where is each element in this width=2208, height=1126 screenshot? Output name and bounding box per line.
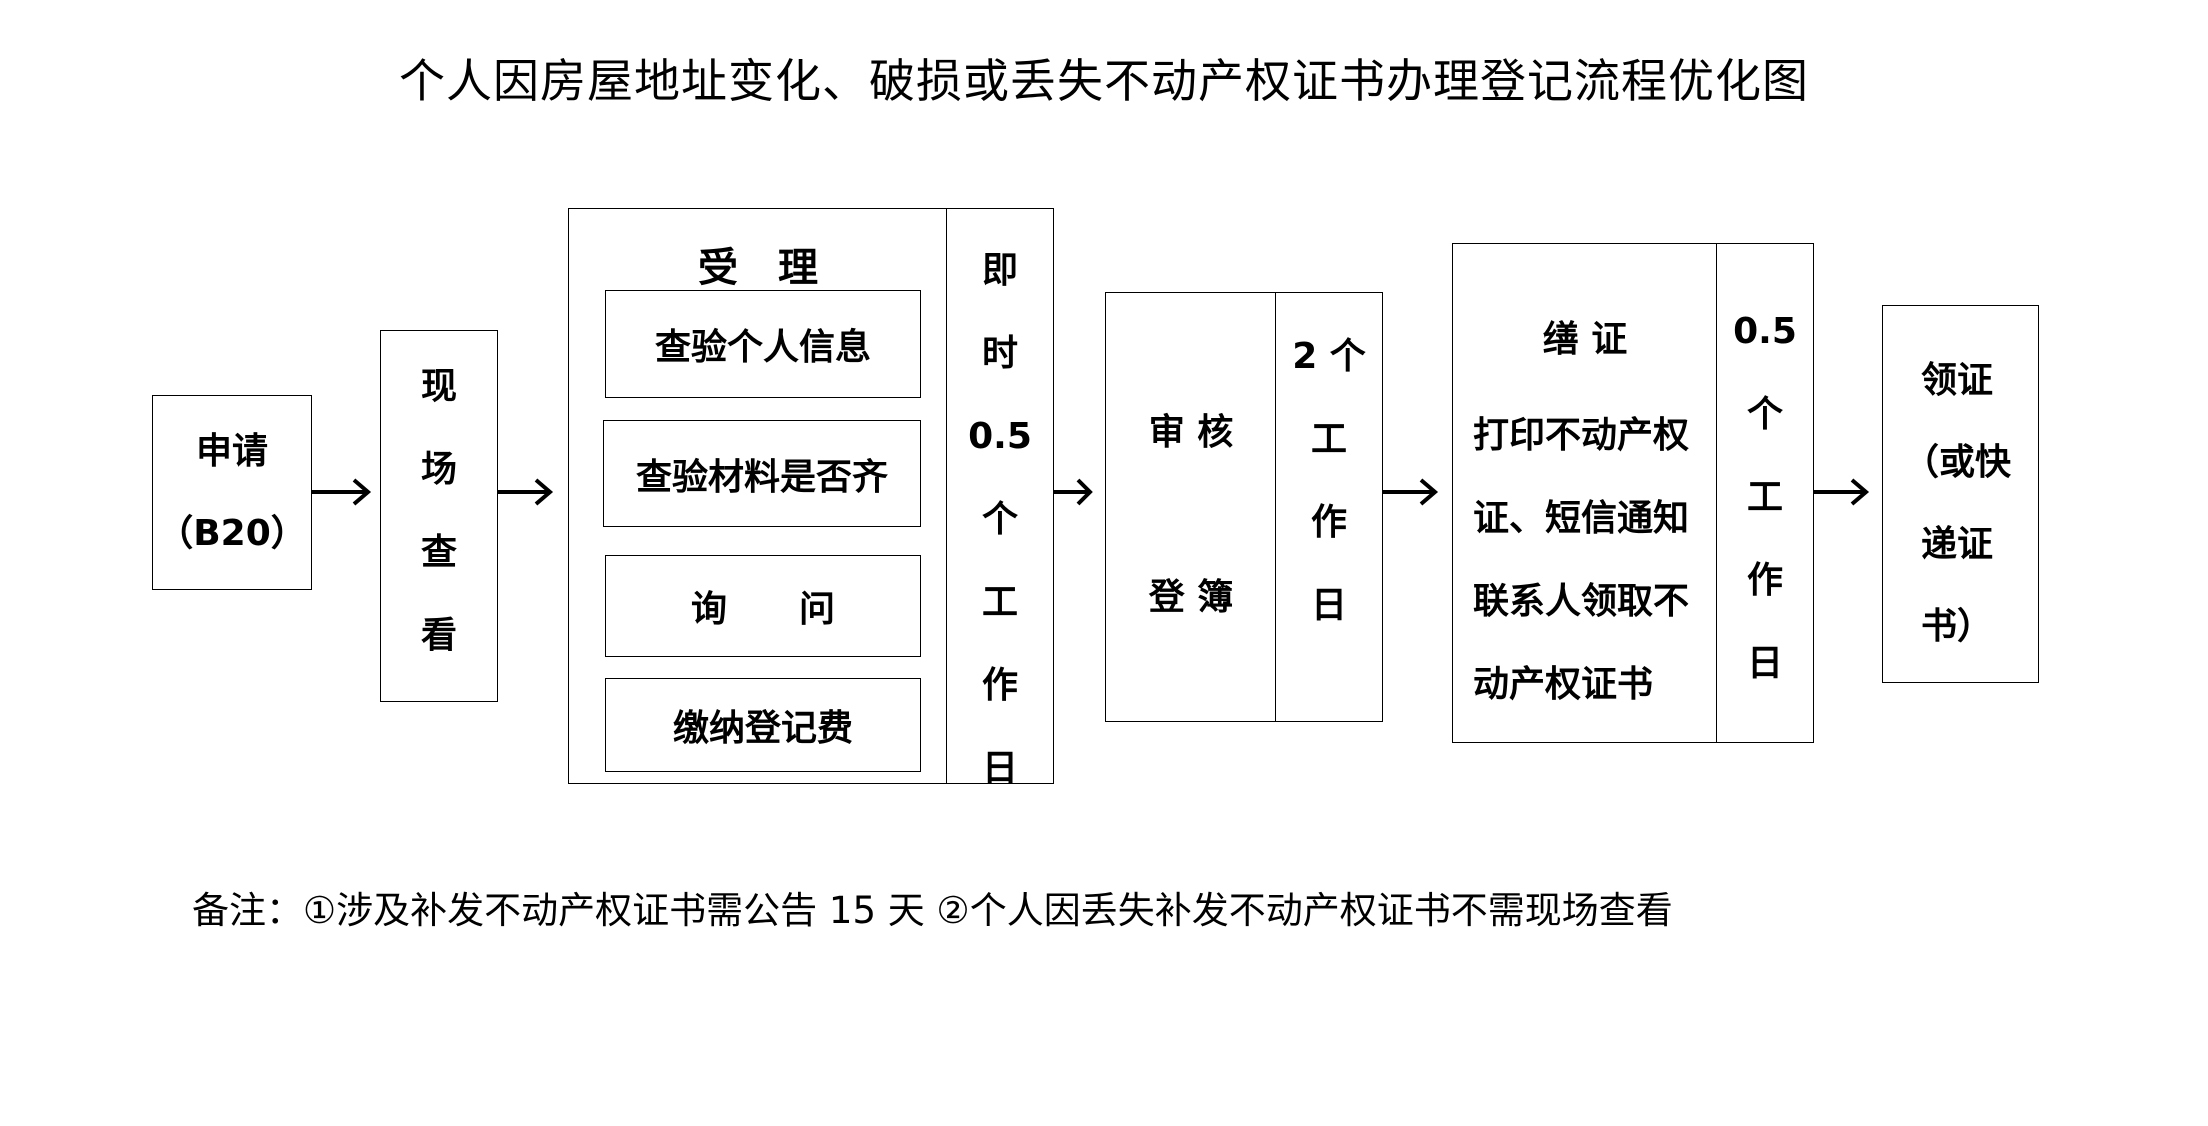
issue-line: 动产权证书 xyxy=(1473,664,1654,705)
footnote: 备注：①涉及补发不动产权证书需公告 15 天 ②个人因丢失补发不动产权证书不需现… xyxy=(192,889,1673,932)
accept-time-char: 即 xyxy=(981,250,1018,291)
issue-line: 打印不动产权 xyxy=(1473,415,1690,456)
issue-time-char: 日 xyxy=(1746,643,1783,684)
arrow-right-icon xyxy=(1814,478,1870,506)
collect-line: 领证 xyxy=(1921,360,1994,401)
issue-line: 联系人领取不 xyxy=(1473,581,1690,622)
accept-item-label: 缴纳登记费 xyxy=(672,708,853,749)
accept-time-char: 作 xyxy=(981,665,1018,706)
accept-item: 查验个人信息 xyxy=(605,290,921,398)
node-accept: 受 理 xyxy=(568,208,948,784)
issue-time-char: 作 xyxy=(1746,560,1783,601)
accept-item: 缴纳登记费 xyxy=(605,678,921,772)
review-line2: 登 簿 xyxy=(1148,577,1234,618)
arrow-right-icon xyxy=(1383,478,1439,506)
review-time-char: 2 个 xyxy=(1292,336,1366,377)
issue-line: 证、短信通知 xyxy=(1473,498,1690,539)
collect-line: 递证 xyxy=(1921,524,1994,565)
issue-time-char: 个 xyxy=(1746,394,1783,435)
accept-item-label: 查验个人信息 xyxy=(654,327,871,368)
node-apply: 申请 （B20） xyxy=(152,395,312,590)
inspect-char: 场 xyxy=(420,449,457,490)
issue-time-char: 工 xyxy=(1746,477,1783,518)
issue-time-char: 0.5 xyxy=(1733,311,1797,352)
node-site-inspection: 现 场 查 看 xyxy=(380,330,498,702)
accept-heading: 受 理 xyxy=(698,245,818,291)
node-issue-certificate: 缮 证 打印不动产权 证、短信通知 联系人领取不 动产权证书 xyxy=(1452,243,1718,743)
review-time-char: 日 xyxy=(1310,585,1347,626)
review-time-limit: 2 个 工 作 日 xyxy=(1275,292,1383,722)
accept-time-char: 时 xyxy=(981,333,1018,374)
arrow-right-icon xyxy=(1054,478,1093,506)
accept-time-limit: 即 时 0.5 个 工 作 日 xyxy=(946,208,1054,789)
accept-item: 询 问 xyxy=(605,555,921,657)
accept-time-char: 日 xyxy=(981,748,1018,789)
node-apply-line2: （B20） xyxy=(157,512,307,554)
accept-item-label: 查验材料是否齐 xyxy=(635,456,888,498)
accept-item-label: 询 问 xyxy=(690,589,835,630)
accept-time-char: 工 xyxy=(981,582,1018,623)
node-apply-line1: 申请 xyxy=(195,430,268,472)
arrow-right-icon xyxy=(312,478,372,506)
issue-time-limit: 0.5 个 工 作 日 xyxy=(1716,243,1814,743)
inspect-char: 现 xyxy=(420,366,457,407)
node-collect-certificate: 领证 （或快 递证 书） xyxy=(1882,305,2039,683)
review-time-char: 作 xyxy=(1310,502,1347,543)
diagram-title: 个人因房屋地址变化、破损或丢失不动产权证书办理登记流程优化图 xyxy=(399,54,1809,108)
review-line1: 审 核 xyxy=(1148,412,1234,453)
inspect-char: 看 xyxy=(420,615,457,656)
node-review: 审 核 登 簿 xyxy=(1105,292,1277,722)
accept-time-char: 个 xyxy=(981,499,1018,540)
accept-time-char: 0.5 xyxy=(968,416,1032,457)
issue-heading: 缮 证 xyxy=(1542,319,1628,360)
collect-line: （或快 xyxy=(1903,442,2012,483)
review-time-char: 工 xyxy=(1310,419,1347,460)
collect-line: 书） xyxy=(1921,606,1994,647)
accept-item: 查验材料是否齐 xyxy=(603,420,921,527)
inspect-char: 查 xyxy=(420,532,457,573)
arrow-right-icon xyxy=(498,478,554,506)
